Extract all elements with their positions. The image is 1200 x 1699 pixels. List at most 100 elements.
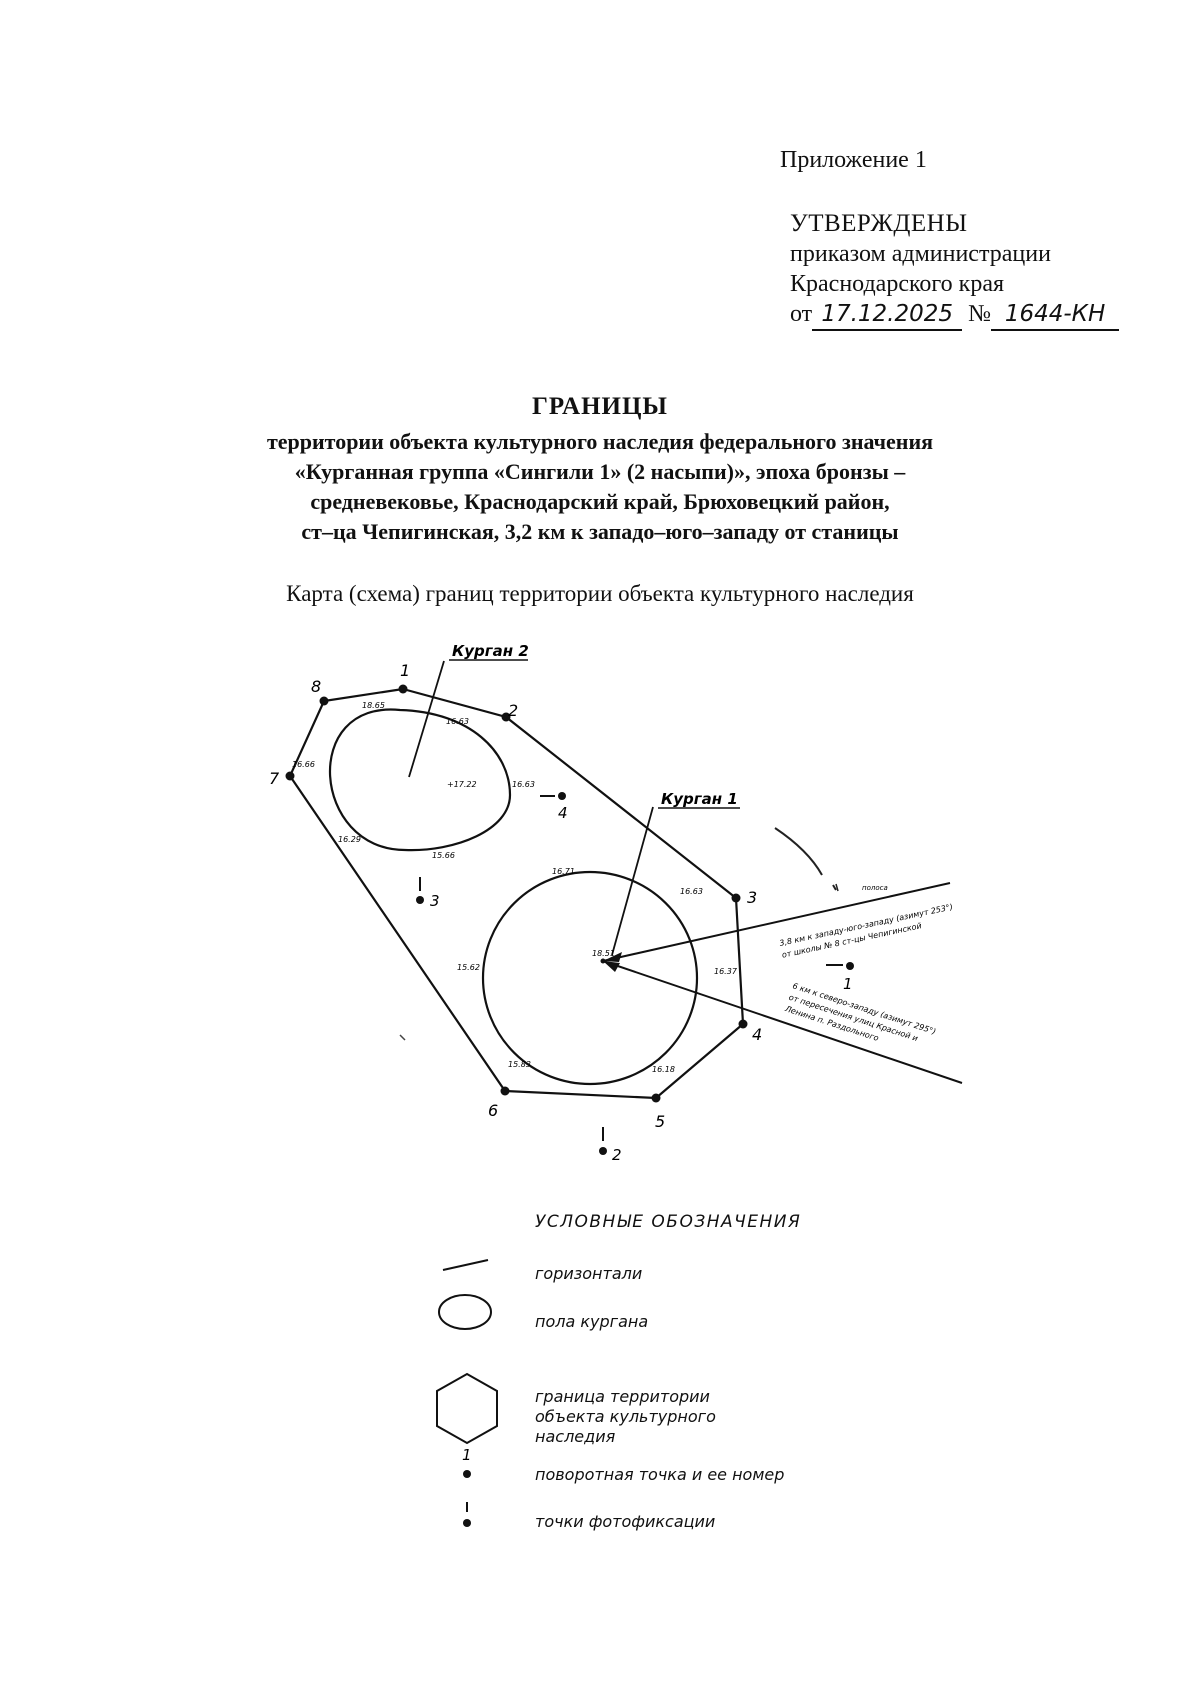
subtitle-line-1: территории объекта культурного наследия … [266, 429, 934, 454]
upper-note: полоса [862, 884, 888, 892]
turning-point-marker [285, 771, 295, 781]
elevation-mark: 16.71 [552, 867, 575, 876]
elevation-mark: 16.29 [338, 835, 361, 844]
turning-point-marker [319, 696, 329, 706]
elevation-mark: 16.66 [292, 760, 315, 769]
legend-boundary-line: граница территории [535, 1387, 710, 1406]
photo-point-marker [846, 962, 854, 970]
turning-point-number: 5 [655, 1112, 665, 1131]
legend-mound-symbol [438, 1294, 492, 1330]
photo-point-1: 1 [826, 962, 854, 993]
turning-point-number: 2 [508, 701, 518, 720]
legend-item-mound: пола кургана [535, 1312, 649, 1331]
reference-note-1: 3,8 км к западу-юго-западу (азимут 253°)… [779, 902, 954, 959]
elevation-mark: 16.63 [680, 887, 703, 896]
document-subtitle: территории объекта культурного наследия … [150, 427, 1050, 547]
photo-point-4: 4 [540, 792, 568, 822]
reference-arrow-2 [603, 961, 620, 972]
legend-item-photo-point: точки фотофиксации [535, 1512, 716, 1531]
order-line-2: Краснодарского края [790, 271, 1005, 297]
subtitle-line-4: ст–ца Чепигинская, 3,2 км к западо–юго–з… [301, 519, 899, 544]
elevation-mark: +17.22 [447, 780, 477, 789]
kurgan-1-callout-label: Курган 1 [661, 790, 738, 808]
kurgan-2-callout-label: Курган 2 [452, 642, 529, 660]
reference-line-2 [602, 960, 963, 1084]
kurgan-2-elevations: 18.65 16.63 16.63 +17.22 15.66 16.29 16.… [292, 701, 535, 860]
contour-fragment [835, 883, 839, 892]
turning-point-8: 8 [311, 677, 329, 706]
legend-contour-symbol [442, 1259, 489, 1271]
turning-point-number: 6 [488, 1101, 498, 1120]
elevation-mark: 15.83 [508, 1060, 531, 1069]
handwritten-date: 17.12.2025 [812, 299, 963, 331]
turning-point-2: 2 [501, 701, 518, 722]
kurgan-1-outline [481, 870, 699, 1086]
number-prefix: № [968, 301, 992, 327]
turning-point-marker [651, 1093, 661, 1103]
kurgan-1-center [600, 958, 606, 964]
kurgan-2-outline [328, 708, 512, 852]
contour-fragment [399, 1034, 406, 1041]
kurgan-1-leader [611, 806, 654, 956]
elevation-mark: 15.62 [457, 963, 480, 972]
photo-point-number: 1 [843, 975, 853, 993]
turning-point-marker [731, 893, 741, 903]
photo-point-number: 4 [558, 804, 568, 822]
turning-point-7: 7 [269, 769, 295, 788]
photo-point-3: 3 [416, 877, 440, 910]
contour-line [774, 827, 823, 876]
reference-line-1 [602, 882, 951, 962]
turning-point-number: 3 [747, 888, 757, 907]
turning-point-marker [500, 1086, 510, 1096]
approved-heading: УТВЕРЖДЕНЫ [790, 210, 968, 237]
turning-point-6: 6 [488, 1086, 510, 1120]
turning-point-number: 8 [311, 677, 321, 696]
kurgan-1-elevations: 16.71 16.63 16.37 16.18 15.83 15.62 18.5… [457, 867, 738, 1074]
handwritten-number: 1644-КН [991, 299, 1120, 331]
elevation-mark: 18.51 [592, 949, 615, 958]
turning-point-1: 1 [398, 661, 410, 694]
photo-point-number: 2 [612, 1146, 622, 1164]
elevation-mark: 16.18 [652, 1065, 675, 1074]
legend-turning-point-symbol [463, 1470, 471, 1478]
reference-arrow-1 [603, 952, 622, 962]
turning-point-number: 4 [752, 1025, 762, 1044]
photo-point-marker [416, 896, 424, 904]
turning-point-marker [738, 1019, 748, 1029]
document-heading: ГРАНИЦЫ [532, 393, 668, 420]
legend-hexagon-symbol [436, 1372, 498, 1445]
subtitle-line-3: средневековье, Краснодарский край, Брюхо… [310, 489, 890, 514]
elevation-mark: 18.65 [362, 701, 385, 710]
legend-photo-point-symbol [463, 1519, 471, 1527]
legend-title: УСЛОВНЫЕ ОБОЗНАЧЕНИЯ [535, 1212, 802, 1232]
turning-point-number: 1 [400, 661, 410, 680]
turning-point-4: 4 [738, 1019, 762, 1044]
date-prefix: от [790, 301, 813, 327]
subtitle-line-2: «Курганная группа «Сингили 1» (2 насыпи)… [294, 459, 906, 484]
legend-boundary-line: объекта культурного [535, 1407, 716, 1426]
elevation-mark: 16.63 [512, 780, 535, 789]
approval-block: УТВЕРЖДЕНЫ приказом администрации Красно… [790, 209, 1120, 331]
territory-boundary [288, 687, 745, 1100]
turning-point-5: 5 [651, 1093, 665, 1131]
legend-turning-point-number: 1 [462, 1446, 472, 1464]
turning-point-3: 3 [731, 888, 757, 907]
elevation-mark: 15.66 [432, 851, 455, 860]
elevation-mark: 16.37 [714, 967, 738, 976]
legend-item-turning-point: поворотная точка и ее номер [535, 1465, 785, 1484]
turning-point-marker [398, 684, 408, 694]
turning-point-marker [501, 712, 511, 722]
elevation-mark: 16.63 [446, 717, 469, 726]
appendix-label: Приложение 1 [780, 147, 927, 173]
photo-point-marker [599, 1147, 607, 1155]
legend-item-contour: горизонтали [535, 1264, 643, 1283]
photo-point-number: 3 [430, 892, 440, 910]
legend-boundary-line: наследия [535, 1427, 616, 1446]
map-caption: Карта (схема) границ территории объекта … [286, 581, 914, 606]
photo-point-marker [558, 792, 566, 800]
order-line-1: приказом администрации [790, 241, 1051, 267]
turning-point-number: 7 [269, 769, 280, 788]
kurgan-2-leader [408, 660, 445, 778]
